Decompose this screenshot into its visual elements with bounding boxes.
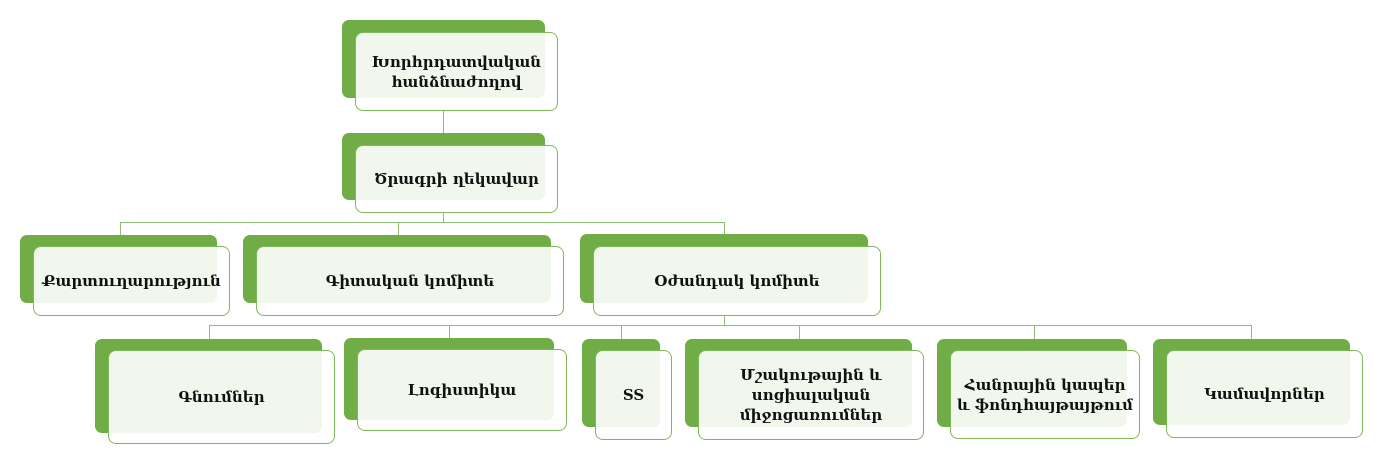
node-label: Գիտական կոմիտե [325, 272, 495, 290]
node-label: Գնումներ [178, 388, 265, 406]
node-advisory-committee[interactable]: Խորհրդատվական հանձնաժողով [355, 32, 558, 111]
connector [449, 325, 450, 350]
connector [120, 222, 725, 223]
node-logistics[interactable]: Լոգիստիկա [357, 349, 567, 431]
node-label: Քարտուղարություն [42, 272, 221, 290]
connector [621, 325, 622, 350]
node-label: Լոգիստիկա [407, 381, 517, 399]
node-label: Խորհրդատվական հանձնաժողով [371, 52, 542, 91]
connector [1251, 325, 1252, 350]
connector [120, 222, 121, 246]
connector [398, 222, 399, 246]
node-label: Ծրագրի ղեկավար [374, 170, 539, 188]
connector [209, 325, 210, 350]
node-volunteers[interactable]: Կամավորներ [1166, 350, 1363, 438]
connector [724, 316, 725, 326]
node-label: Հանրային կապեր և ֆոնդհայթայթում [957, 375, 1134, 414]
node-label: Մշակութային և սոցիալական միջոցառումներ [739, 366, 883, 424]
node-public-relations-fundraising[interactable]: Հանրային կապեր և ֆոնդհայթայթում [950, 350, 1140, 439]
connector [1034, 325, 1035, 350]
node-scientific-committee[interactable]: Գիտական կոմիտե [256, 246, 564, 316]
connector [443, 213, 444, 223]
node-procurement[interactable]: Գնումներ [108, 350, 335, 444]
node-project-manager[interactable]: Ծրագրի ղեկավար [355, 145, 558, 213]
connector [209, 325, 1252, 326]
node-label: Կամավորներ [1204, 385, 1325, 403]
node-support-committee[interactable]: Օժանդակ կոմիտե [593, 246, 881, 316]
connector [799, 325, 800, 350]
node-label: SS [622, 386, 645, 404]
node-cultural-social-events[interactable]: Մշակութային և սոցիալական միջոցառումներ [698, 350, 924, 440]
node-secretariat[interactable]: Քարտուղարություն [33, 246, 230, 316]
connector [443, 111, 444, 145]
node-ss[interactable]: SS [595, 350, 672, 440]
node-label: Օժանդակ կոմիտե [654, 272, 820, 290]
